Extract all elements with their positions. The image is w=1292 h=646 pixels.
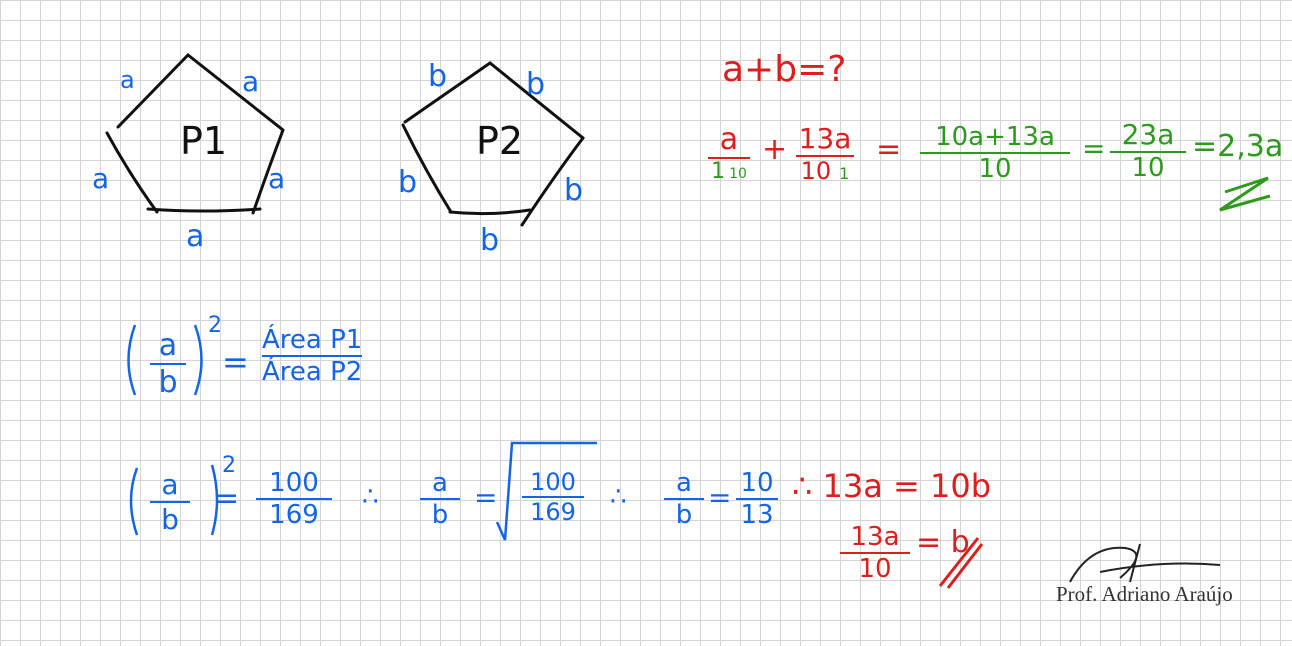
area-ratio-fraction: Área P1 Área P2 (262, 325, 363, 387)
pentagon2-right-edge (520, 136, 585, 227)
pentagon1-top-edges (116, 52, 285, 132)
pentagon2-side-label: b (526, 67, 546, 102)
sum-result-fraction: 23a 10 (1110, 118, 1186, 183)
pentagon1-side-label: a (120, 66, 135, 94)
equals-sign: = (474, 481, 498, 514)
pentagon1-side-label: a (242, 65, 260, 98)
b-result: = b (916, 525, 970, 560)
ratio-exponent-2: 2 (222, 453, 236, 478)
pentagon2-side-label: b (564, 173, 584, 208)
plus-sign: + (762, 132, 788, 167)
pentagon2-side-label: b (480, 223, 500, 258)
pentagon2-side-label: b (398, 165, 418, 200)
ratio-exponent: 2 (208, 313, 222, 338)
pentagon2-bottom-edge (448, 208, 532, 216)
sum-fraction-a: a 1 10 (708, 122, 750, 184)
pentagon2-left-edge (401, 123, 453, 214)
pentagon1-left-edge (105, 131, 159, 214)
ratio-fraction: a b (150, 328, 186, 400)
ab-fraction-2: a b (664, 468, 704, 530)
equals-sign: = (708, 481, 732, 514)
equals-sign: = (222, 343, 249, 381)
pentagon2-top-edges (403, 61, 585, 140)
pentagon1-side-label: a (268, 162, 286, 195)
pentagon2-label: P2 (476, 119, 524, 163)
pentagon1-bottom-edge (146, 207, 262, 213)
sqrt-fraction: 100 169 (522, 468, 584, 526)
pentagon1-label: P1 (180, 119, 228, 163)
therefore-symbol: ∴ (610, 482, 627, 512)
sum-fraction-13a: 13a 10 1 (796, 122, 854, 185)
pentagon2-side-label: b (428, 59, 448, 94)
paren-left (127, 324, 137, 396)
value-fraction: 100 169 (256, 468, 332, 530)
question-text: a+b=? (722, 49, 847, 90)
sqrt-sign (495, 441, 597, 541)
sum-common-fraction: 10a+13a 10 (920, 122, 1070, 184)
equals-sign: = (1082, 132, 1106, 165)
equals-sign: = (876, 132, 902, 167)
paren-right (193, 324, 203, 396)
equals-sign: = (214, 481, 240, 516)
pentagon1-side-label: a (186, 219, 205, 254)
paren-right-2 (210, 464, 219, 536)
pentagon1-right-edge (251, 128, 285, 215)
sum-result: =2,3a (1192, 129, 1284, 164)
conclusion-line: ∴ 13a = 10b (792, 467, 992, 505)
double-underline-mark (1219, 176, 1271, 212)
signature-text: Prof. Adriano Araújo (1056, 582, 1233, 606)
final-ratio-fraction: 10 13 (736, 468, 778, 530)
ab-fraction: a b (420, 468, 460, 530)
therefore-symbol: ∴ (362, 482, 379, 512)
pentagon1-side-label: a (92, 162, 110, 195)
ratio-fraction-2: a b (150, 468, 190, 536)
b-fraction: 13a 10 (840, 522, 910, 584)
red-double-mark (938, 537, 984, 589)
paren-left-2 (129, 467, 139, 536)
